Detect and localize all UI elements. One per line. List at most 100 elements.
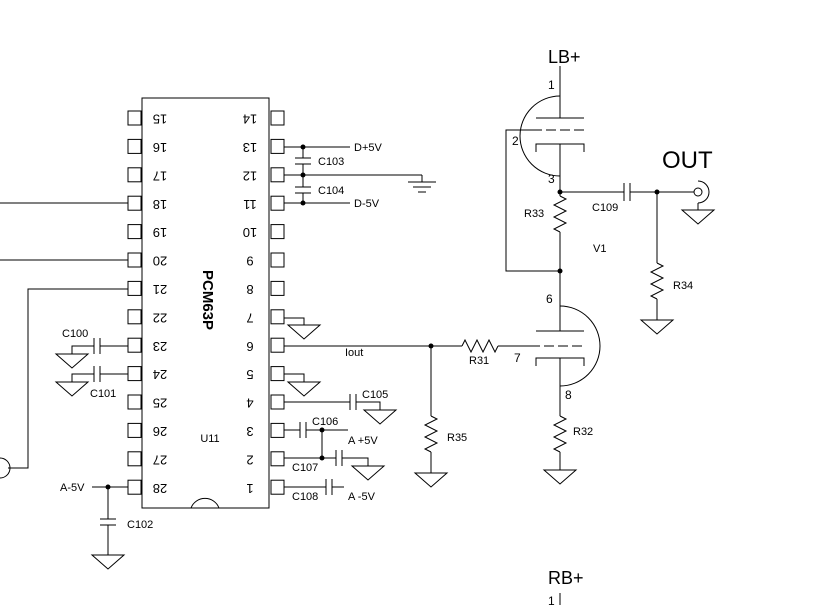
- c108-label: C108: [292, 491, 318, 503]
- cap-c108: C108 A -5V: [284, 479, 376, 503]
- c102-label: C102: [127, 519, 153, 531]
- cap-c106: C106 A +5V: [284, 416, 378, 458]
- chip-pin-24: [127, 366, 142, 382]
- tube-pin6: 6: [546, 292, 553, 306]
- chip-pin-number: 19: [153, 225, 167, 240]
- chip-pin-2: [270, 451, 285, 467]
- chip-pin-number: 11: [243, 197, 257, 212]
- resistor-r32: [552, 415, 568, 453]
- chip-pin-10: [270, 224, 285, 240]
- c103-label: C103: [318, 156, 344, 168]
- chip-pin-number: 12: [243, 168, 257, 183]
- r33-label: R33: [524, 208, 544, 220]
- chip-pin-number: 16: [153, 140, 167, 155]
- chip-pin-number: 15: [153, 112, 167, 127]
- chip-pin-number: 13: [243, 140, 257, 155]
- chip-pin-number: 8: [246, 282, 253, 297]
- tube-pin2: 2: [512, 134, 519, 148]
- iout-network: Iout R35 R31: [284, 338, 530, 488]
- ground-icon: [286, 324, 322, 340]
- a-plus-label: A +5V: [348, 435, 378, 447]
- chip-pin-number: 18: [153, 197, 167, 212]
- tube-lower-envelope: [559, 305, 601, 387]
- output-jack-pin: [693, 187, 703, 197]
- chip-pin-6: [270, 337, 285, 353]
- d-minus-label: D-5V: [354, 198, 380, 210]
- chip-pin-number: 23: [153, 339, 167, 354]
- rb-pin1: 1: [548, 594, 555, 605]
- ground-icon: [413, 472, 449, 488]
- tube-ref-v1: V1: [593, 243, 606, 255]
- chip-pin-4: [270, 394, 285, 410]
- chip-pin-14: [270, 110, 285, 126]
- chip-pin-number: 4: [246, 396, 253, 411]
- chip-pin-7: [270, 309, 285, 325]
- output-network: C109 R34 OUT: [560, 147, 716, 335]
- chip-pin-11: [270, 195, 285, 211]
- chip-pin-number: 26: [153, 424, 167, 439]
- c105-label: C105: [362, 389, 388, 401]
- chip-pin-16: [127, 138, 142, 154]
- chip-pin-number: 21: [153, 282, 167, 297]
- chip-pin-number: 9: [246, 254, 253, 269]
- chip-pin-15: [127, 110, 142, 126]
- grid-feedback-wire: [505, 129, 560, 272]
- c106-label: C106: [312, 416, 338, 428]
- chip-pin-number: 2: [246, 452, 253, 467]
- chip-pin-12: [270, 167, 285, 183]
- chip-pin-number: 3: [246, 424, 253, 439]
- chip-pin-number: 17: [153, 168, 167, 183]
- ground-icon: [362, 409, 398, 425]
- chip-pin-number: 20: [153, 254, 167, 269]
- chip-notch: [190, 497, 220, 509]
- out-label: OUT: [662, 147, 713, 174]
- r34-label: R34: [673, 280, 693, 292]
- resistor-r34: [649, 262, 665, 300]
- rb-plus-label: RB+: [548, 568, 584, 588]
- pcm63p-chip: PCM63P U11: [141, 97, 270, 509]
- chip-pin-5: [270, 366, 285, 382]
- chip-pin-9: [270, 252, 285, 268]
- chip-pin-number: 22: [153, 310, 167, 325]
- tube-v1: 1 2 3 R33 V1 6 7 8 R32: [505, 66, 606, 485]
- chip-pin-number: 6: [246, 339, 253, 354]
- chip-pin-13: [270, 138, 285, 154]
- chip-part-number: PCM63P: [199, 270, 216, 330]
- c100-label: C100: [62, 328, 88, 340]
- r35-label: R35: [447, 432, 467, 444]
- tube-pin7: 7: [514, 351, 521, 365]
- chip-pin-1: [270, 479, 285, 495]
- cap-c100: C100: [54, 328, 128, 369]
- chip-pin-number: 27: [153, 452, 167, 467]
- ground-icon: [54, 353, 90, 369]
- a-minus-label: A -5V: [348, 491, 376, 503]
- ground-icon: [350, 465, 386, 481]
- pin5-ground: [284, 373, 322, 397]
- ground-icon: [542, 469, 578, 485]
- pin7-ground: [284, 317, 322, 340]
- digital-supply-network: D+5V C103 C104 D-5V: [284, 142, 436, 210]
- cap-c105: C105: [284, 389, 398, 425]
- c109-label: C109: [592, 202, 618, 214]
- chip-pin-3: [270, 422, 285, 438]
- chip-pin-19: [127, 224, 142, 240]
- chip-pin-21: [127, 280, 142, 296]
- chip-pin-20: [127, 252, 142, 268]
- chip-pin-25: [127, 394, 142, 410]
- cap-c107: C107: [284, 450, 386, 481]
- chip-pin-28: [127, 479, 142, 495]
- ground-icon: [286, 381, 322, 397]
- chip-pin-27: [127, 451, 142, 467]
- chip-pin-number: 7: [246, 310, 253, 325]
- chip-pin-number: 10: [243, 225, 257, 240]
- ground-icon: [639, 319, 675, 335]
- chip-pin-22: [127, 309, 142, 325]
- tube-pin3: 3: [548, 172, 555, 186]
- chip-pin-18: [127, 195, 142, 211]
- chip-pin-number: 25: [153, 396, 167, 411]
- chip-pin-number: 5: [246, 367, 253, 382]
- d-plus-label: D+5V: [354, 142, 382, 154]
- chip-pin-number: 28: [153, 481, 167, 496]
